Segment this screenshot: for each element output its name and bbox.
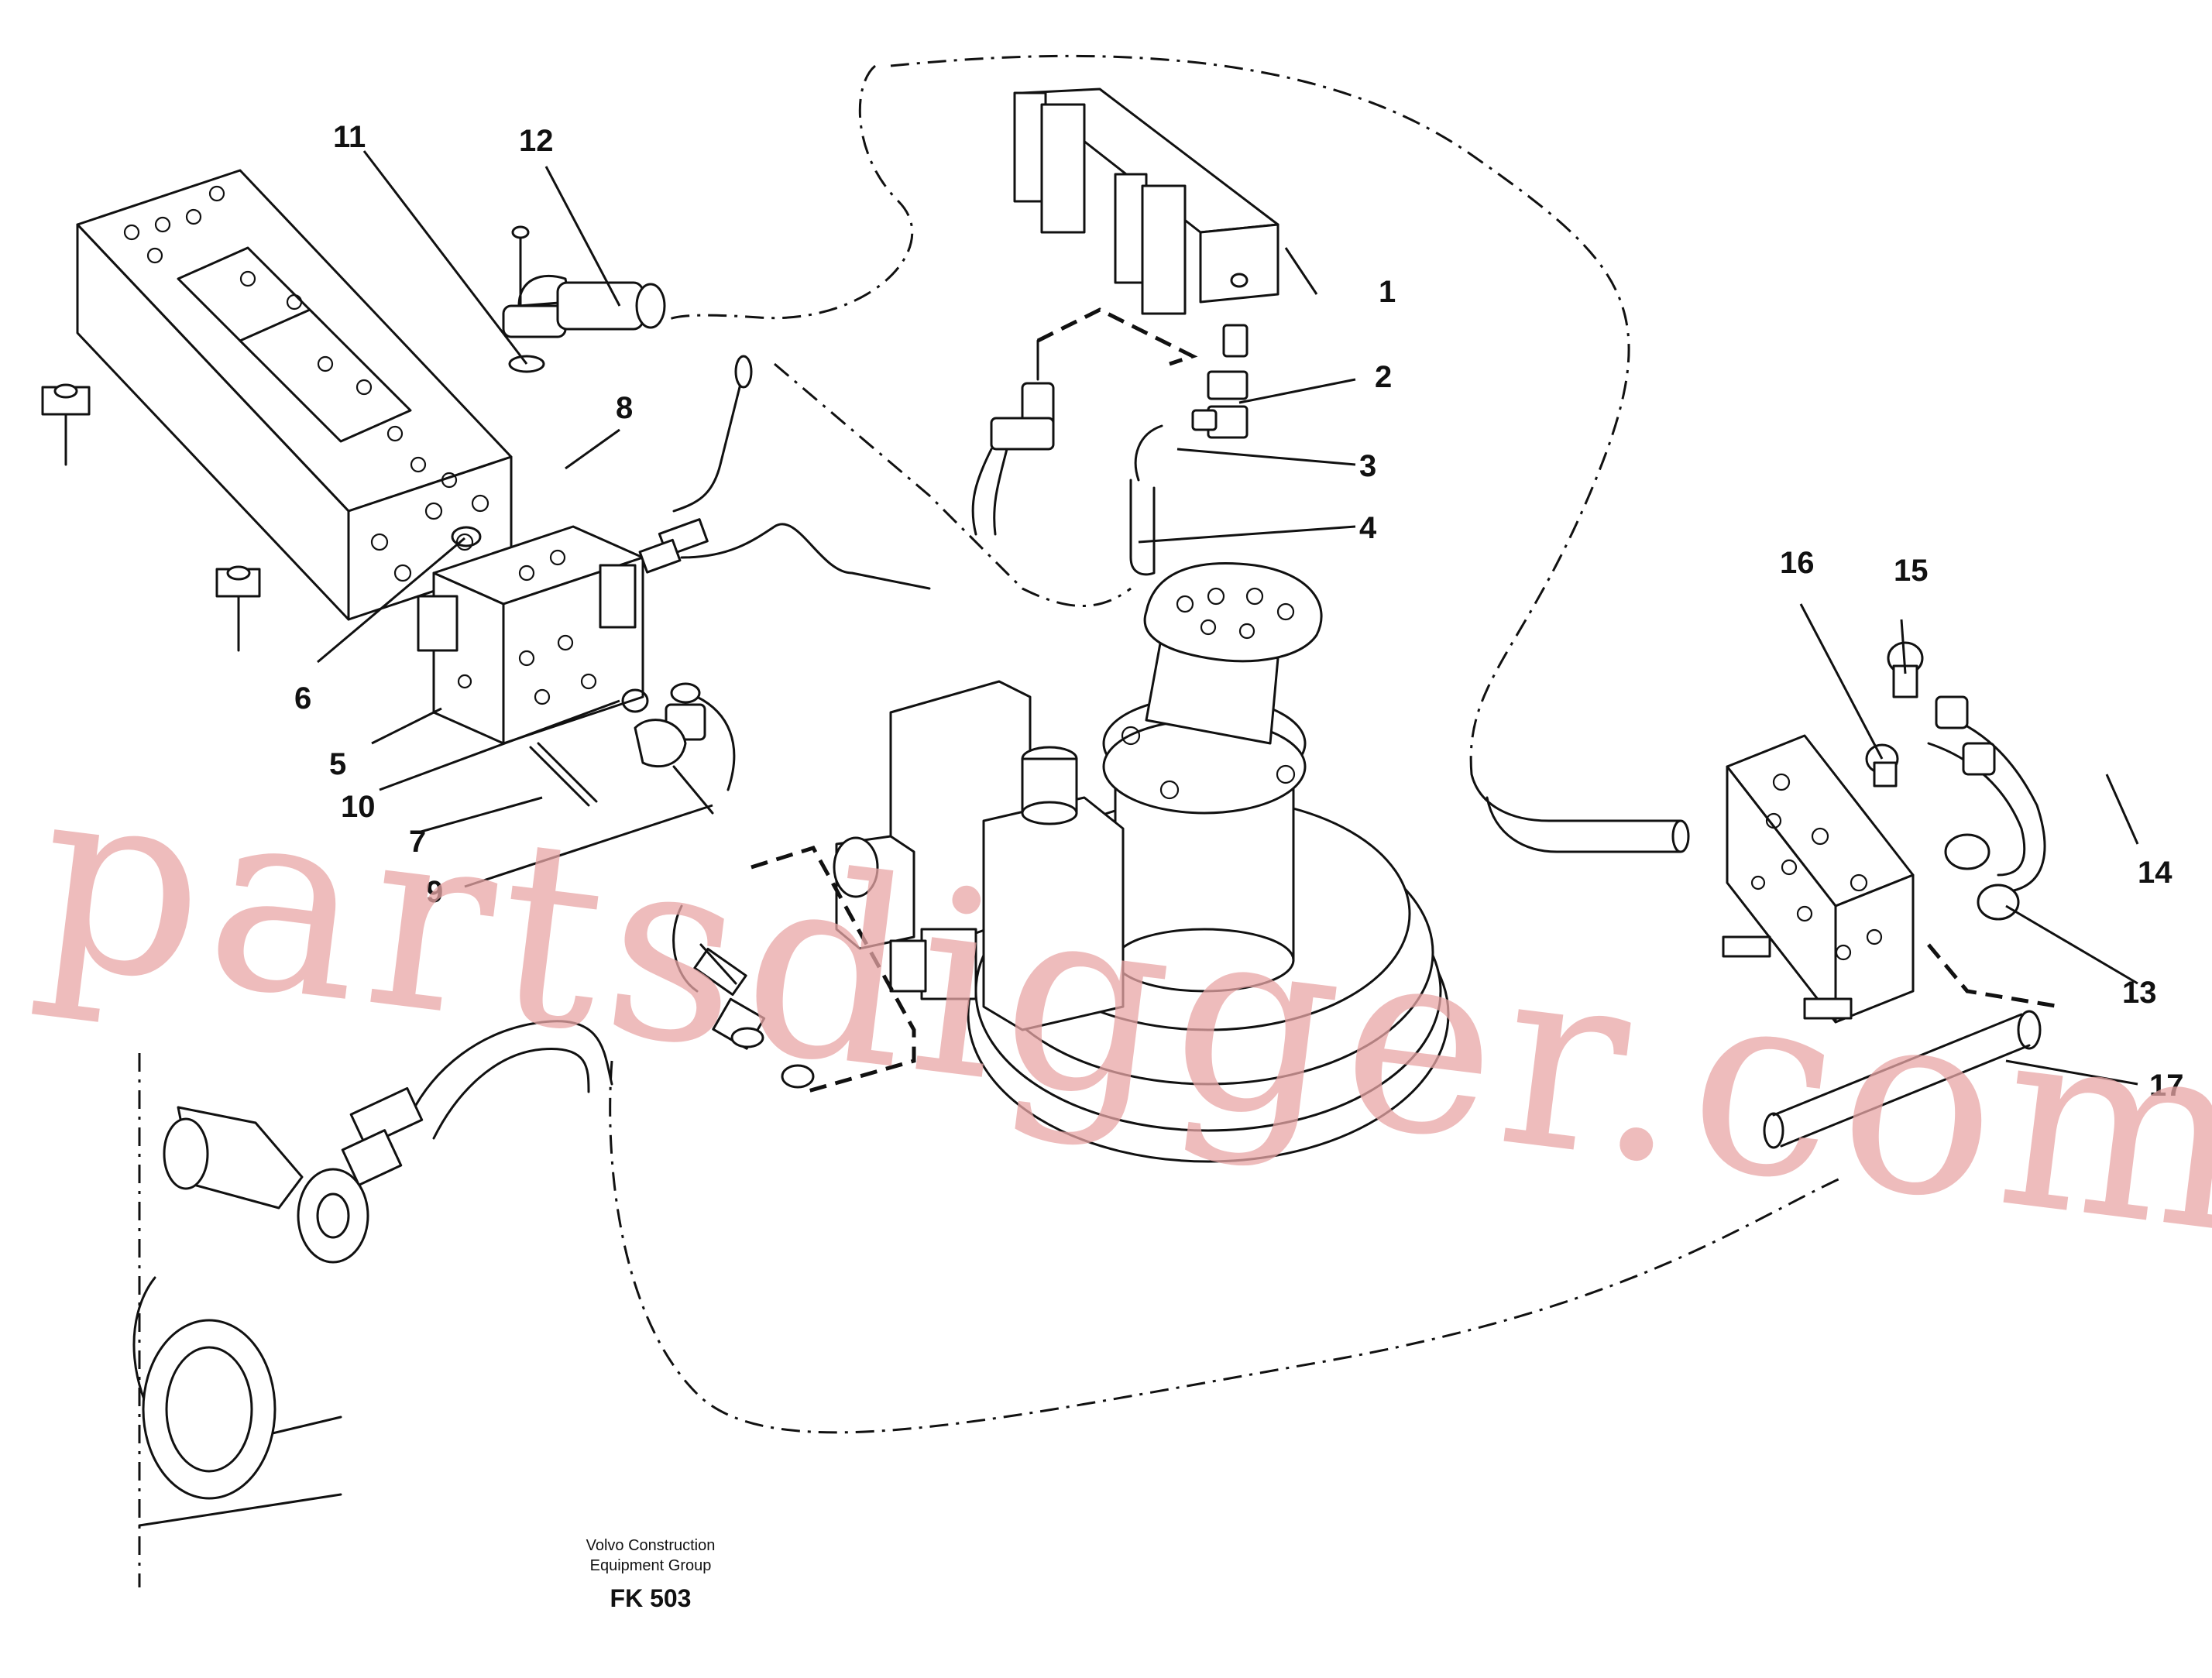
callout-5: 5 bbox=[329, 747, 346, 781]
frame-lines bbox=[132, 1053, 342, 1587]
pilot-hoses bbox=[638, 355, 931, 590]
callout-13: 13 bbox=[2122, 976, 2157, 1010]
right-hose bbox=[1470, 773, 2061, 1009]
hose-17 bbox=[1763, 1010, 2042, 1149]
lower-fittings bbox=[672, 904, 815, 1089]
right-valve-block bbox=[1722, 641, 2046, 1024]
callout-9: 9 bbox=[426, 875, 443, 909]
credit-line-2: Equipment Group bbox=[590, 1557, 712, 1574]
routing-line-mid bbox=[774, 362, 1132, 607]
elbow-fitting bbox=[502, 225, 666, 373]
routing-line-lower bbox=[609, 1060, 1844, 1434]
callout-11: 11 bbox=[333, 120, 366, 154]
routing-line bbox=[665, 54, 1630, 775]
callout-1: 1 bbox=[1379, 275, 1396, 309]
pilot-valve-block bbox=[417, 525, 649, 745]
callout-numbers: 1 2 3 4 5 6 7 8 9 10 11 12 13 14 15 16 1… bbox=[294, 120, 2184, 1103]
callout-8: 8 bbox=[616, 391, 633, 425]
pilot-hose-down bbox=[529, 682, 736, 815]
swing-motor-valve bbox=[833, 680, 1125, 1031]
callout-17: 17 bbox=[2149, 1069, 2184, 1103]
callout-15: 15 bbox=[1894, 554, 1929, 588]
callout-14: 14 bbox=[2138, 856, 2172, 890]
credit-line-1: Volvo Construction bbox=[586, 1537, 716, 1554]
callout-box-top bbox=[1036, 307, 1198, 366]
callout-3: 3 bbox=[1359, 449, 1376, 483]
main-valve-block bbox=[41, 169, 513, 652]
callout-leaders bbox=[317, 150, 2139, 1086]
figure-code: FK 503 bbox=[610, 1584, 692, 1612]
swivel-assembly bbox=[967, 562, 1450, 1163]
tee-fittings bbox=[971, 324, 1249, 576]
callout-2: 2 bbox=[1375, 360, 1392, 394]
solenoid-block bbox=[1013, 88, 1279, 315]
callout-10: 10 bbox=[341, 790, 376, 824]
lower-hose-flange bbox=[163, 1020, 613, 1264]
callout-6: 6 bbox=[294, 681, 311, 715]
callout-16: 16 bbox=[1780, 546, 1815, 580]
callout-box-motor bbox=[750, 846, 916, 1094]
callout-12: 12 bbox=[519, 124, 554, 158]
callout-7: 7 bbox=[409, 825, 426, 859]
callout-4: 4 bbox=[1359, 511, 1377, 545]
